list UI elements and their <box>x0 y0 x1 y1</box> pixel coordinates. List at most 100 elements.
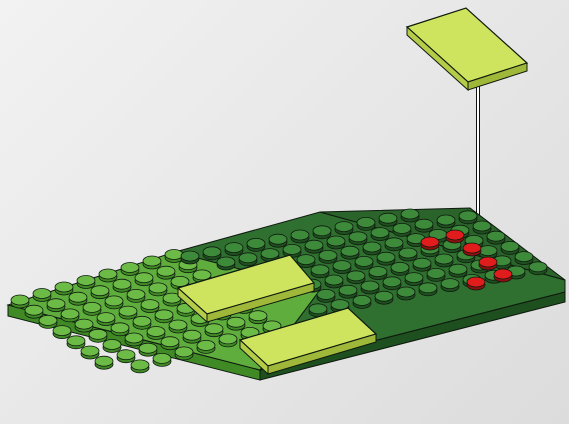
stud-light <box>77 276 95 289</box>
stud-light <box>227 317 245 330</box>
stud-dark <box>181 251 199 264</box>
stud-dark <box>203 247 221 260</box>
stud-dark <box>305 240 323 253</box>
stud-dark <box>311 265 329 278</box>
stud-light <box>131 360 149 373</box>
stud-light <box>155 310 173 323</box>
stud-dark <box>413 258 431 271</box>
stud-light <box>61 309 79 322</box>
stud-light <box>75 319 93 332</box>
stud-light <box>143 256 161 269</box>
stud-dark <box>335 222 353 235</box>
stud-light <box>249 311 267 324</box>
stud-light <box>67 336 85 349</box>
stud-dark <box>383 277 401 290</box>
stud-light <box>97 313 115 326</box>
stud-light <box>119 306 137 319</box>
stud-light <box>147 327 165 340</box>
stud-light <box>39 315 57 328</box>
stud-dark <box>269 234 287 247</box>
stud-light <box>53 326 71 339</box>
stud-dark <box>325 275 343 288</box>
stud-light <box>103 340 121 353</box>
stud-light <box>83 302 101 315</box>
stud-dark <box>473 221 491 234</box>
stud-dark <box>319 250 337 263</box>
stud-dark <box>515 252 533 265</box>
stud-light <box>125 333 143 346</box>
stud-dark <box>347 271 365 284</box>
stud-dark <box>341 246 359 259</box>
stud-dark <box>371 228 389 241</box>
stud-light <box>141 300 159 313</box>
stud-dark <box>339 285 357 298</box>
stud-light <box>69 292 87 305</box>
stud-light <box>91 286 109 299</box>
stud-dark <box>375 291 393 304</box>
stud-light <box>135 273 153 286</box>
stud-light <box>175 347 193 360</box>
stud-dark <box>369 267 387 280</box>
stud-dark <box>435 254 453 267</box>
stud-light <box>111 323 129 336</box>
stud-light <box>219 334 237 347</box>
stud-light <box>89 329 107 342</box>
stud-light <box>95 356 113 369</box>
stud-light <box>133 316 151 329</box>
stud-dark <box>327 236 345 249</box>
red-stud-marker <box>421 237 439 250</box>
stud-dark <box>391 262 409 275</box>
stud-dark <box>419 283 437 296</box>
red-stud-marker <box>494 269 512 282</box>
stud-light <box>127 289 145 302</box>
stud-dark <box>379 213 397 226</box>
stud-dark <box>333 261 351 274</box>
stud-dark <box>353 295 371 308</box>
stud-light <box>11 295 29 308</box>
stud-dark <box>247 238 265 251</box>
stud-dark <box>399 248 417 261</box>
stud-light <box>25 305 43 318</box>
stud-light <box>139 343 157 356</box>
stud-dark <box>397 287 415 300</box>
stud-dark <box>283 244 301 257</box>
red-stud-marker <box>463 243 481 256</box>
stud-dark <box>529 262 547 275</box>
floating-tile <box>407 8 527 90</box>
stud-light <box>169 320 187 333</box>
stud-light <box>161 337 179 350</box>
stud-dark <box>349 232 367 245</box>
red-stud-marker <box>479 257 497 270</box>
stud-dark <box>441 279 459 292</box>
stud-dark <box>377 252 395 265</box>
stud-dark <box>363 242 381 255</box>
stud-dark <box>501 241 519 254</box>
stud-dark <box>313 226 331 239</box>
stud-light <box>113 279 131 292</box>
stud-light <box>33 289 51 302</box>
stud-dark <box>291 230 309 243</box>
stud-dark <box>487 231 505 244</box>
stud-dark <box>361 281 379 294</box>
stud-dark <box>415 219 433 232</box>
stud-light <box>197 340 215 353</box>
stud-light <box>205 324 223 337</box>
stud-dark <box>449 264 467 277</box>
stud-dark <box>437 215 455 228</box>
stud-light <box>121 263 139 276</box>
stud-light <box>99 269 117 282</box>
stud-light <box>47 299 65 312</box>
stud-light <box>117 350 135 363</box>
stud-light <box>183 330 201 343</box>
stud-dark <box>225 243 243 256</box>
stud-dark <box>401 209 419 222</box>
stud-dark <box>217 257 235 270</box>
stud-dark <box>239 253 257 266</box>
stud-light <box>149 283 167 296</box>
stud-light <box>165 250 183 263</box>
stud-dark <box>393 223 411 236</box>
stud-light <box>157 266 175 279</box>
stud-dark <box>385 238 403 251</box>
